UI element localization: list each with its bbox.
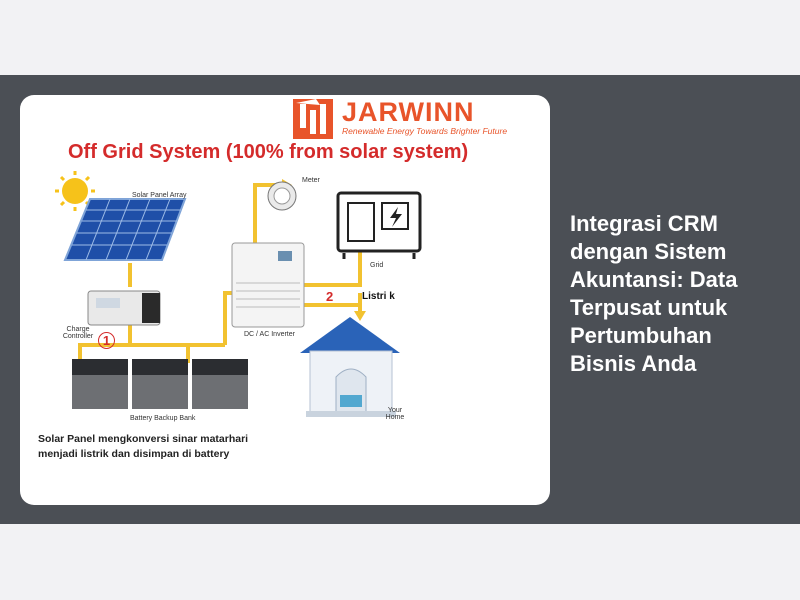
solar-panel-label: Solar Panel Array — [132, 192, 187, 199]
diagram-caption: Solar Panel mengkonversi sinar matarhari… — [38, 433, 249, 460]
solar-panel-icon — [63, 198, 187, 261]
charge-controller-icon — [87, 290, 161, 326]
article-title[interactable]: Integrasi CRM dengan Sistem Akuntansi: D… — [570, 211, 738, 376]
inverter-icon — [231, 242, 305, 328]
home-icon — [300, 317, 400, 417]
meter-label: Meter — [302, 177, 320, 184]
inverter-label: DC / AC Inverter — [244, 331, 295, 338]
sun-icon — [55, 171, 95, 211]
listrik-label: Listri k — [362, 291, 395, 302]
jarwinn-logo-icon — [293, 99, 333, 139]
grid-icon — [336, 191, 422, 259]
step-2-badge: 2 — [326, 289, 334, 304]
solar-diagram — [55, 99, 422, 417]
meter-icon — [267, 181, 297, 211]
home-label: Your Home — [385, 407, 405, 421]
brand-tagline: Renewable Energy Towards Brighter Future — [342, 126, 508, 136]
step-1-badge: 1 — [98, 332, 115, 349]
article-image[interactable]: JARWINN Renewable Energy Towards Brighte… — [20, 95, 550, 505]
brand-name: JARWINN — [342, 97, 475, 127]
grid-label: Grid — [370, 262, 384, 269]
battery-label: Battery Backup Bank — [130, 415, 196, 422]
battery-icon — [72, 359, 248, 409]
charge-controller-label: Charge Controller — [62, 326, 94, 340]
diagram-headline: Off Grid System (100% from solar system) — [68, 141, 469, 163]
